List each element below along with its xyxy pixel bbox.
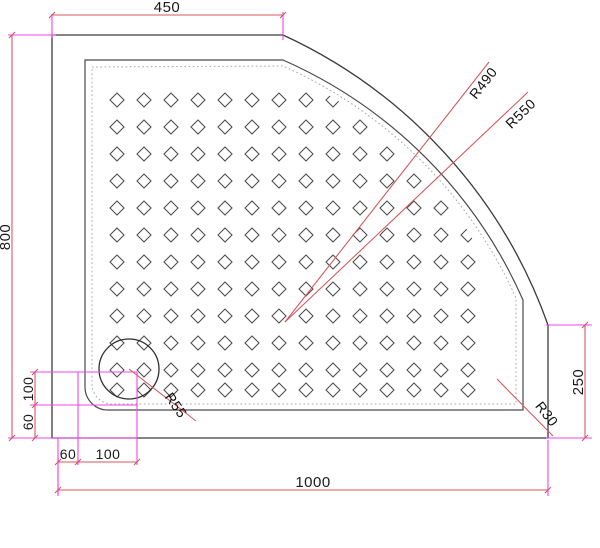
dimension-labels: 450 800 1000 250 100 60 60 100 <box>0 0 587 491</box>
dimension-label-detail-60-horizontal: 60 <box>60 446 77 462</box>
dimension-lines-red <box>11 14 586 491</box>
dimension-label-800: 800 <box>0 224 14 251</box>
radius-leader-lines <box>128 61 554 437</box>
dimension-label-detail-60-vertical: 60 <box>20 414 36 431</box>
tray-outer-profile <box>51 34 549 439</box>
dimension-arrow-ticks <box>8 11 589 494</box>
dimension-label-detail-100-horizontal: 100 <box>96 446 121 462</box>
drain-hole <box>98 338 160 400</box>
dimension-label-detail-100-vertical: 100 <box>20 377 36 402</box>
dimension-label-1000: 1000 <box>295 474 330 491</box>
radius-label-r490: R490 <box>466 64 500 102</box>
radius-label-r55: R55 <box>162 389 191 420</box>
tray-dotted-outline <box>91 65 517 405</box>
diamond-pattern <box>109 92 476 398</box>
tray-inner-profile <box>84 59 524 411</box>
radius-label-r30: R30 <box>532 398 561 429</box>
dimension-label-450: 450 <box>154 0 181 16</box>
extension-lines-magenta <box>8 12 592 496</box>
dimension-label-250: 250 <box>570 369 587 396</box>
radius-label-r550: R550 <box>502 95 539 131</box>
